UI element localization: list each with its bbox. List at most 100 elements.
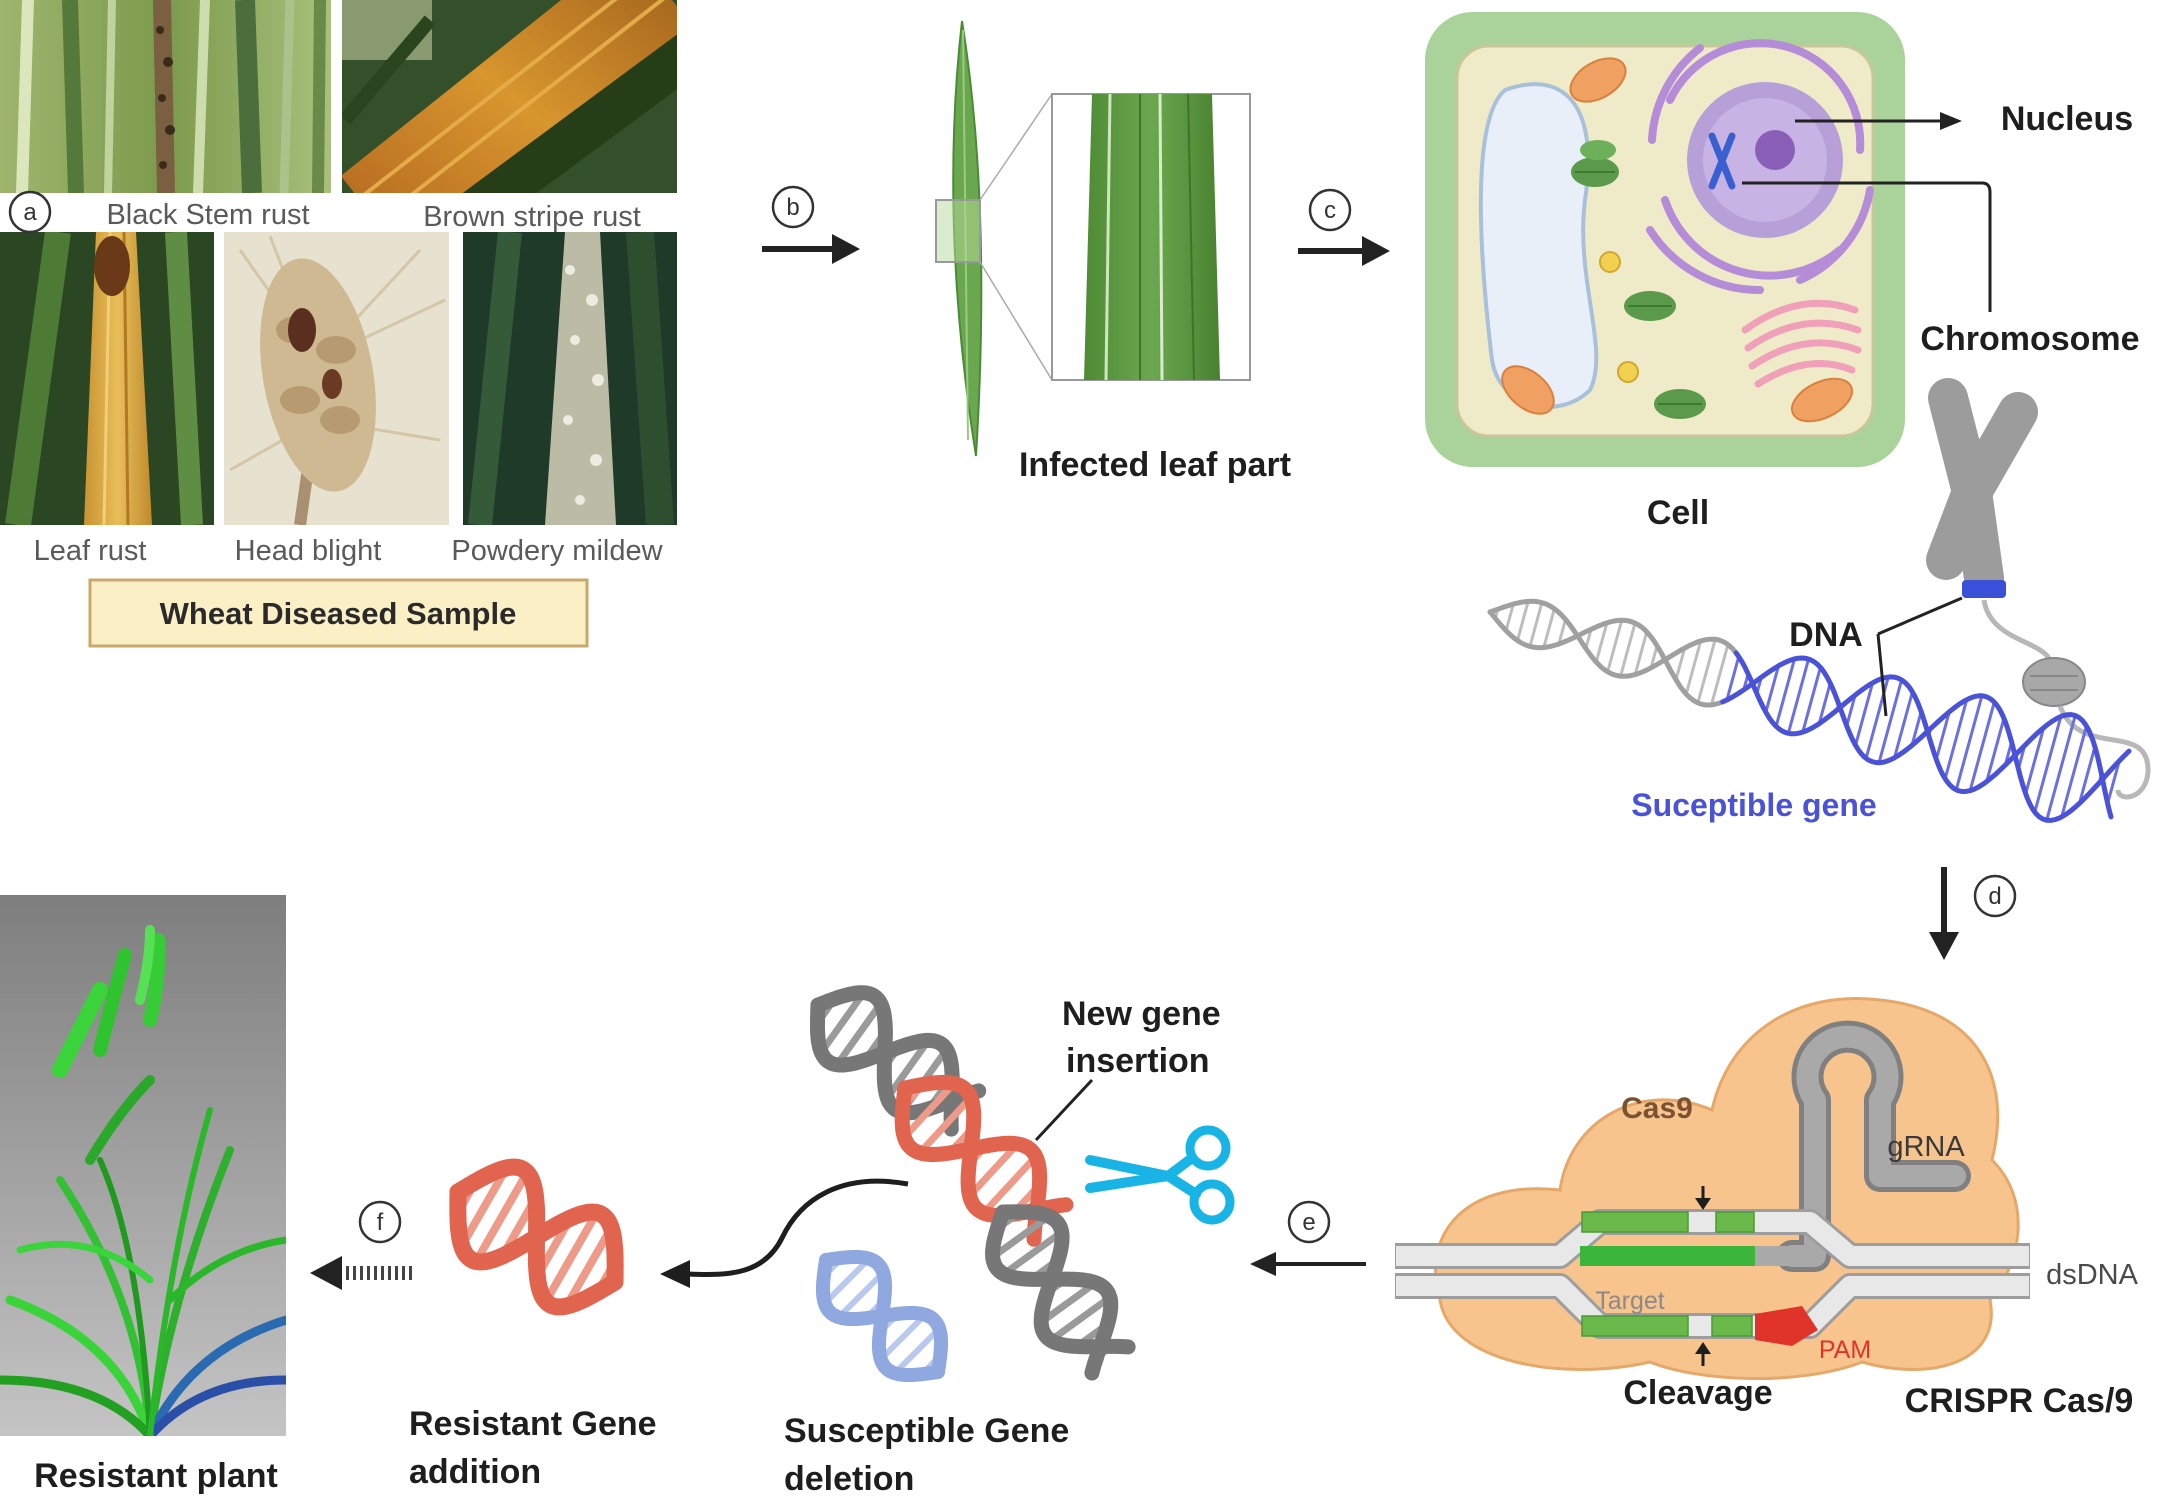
dna-rung	[1696, 637, 1717, 705]
label-susceptible-deletion-line2: deletion	[784, 1460, 914, 1498]
dna-rung	[541, 1208, 601, 1306]
label-nucleus: Nucleus	[2001, 100, 2133, 138]
ds-dna-strands	[1395, 1209, 2030, 1339]
photo-leaf-rust	[0, 232, 214, 525]
arrow-e: e	[1250, 1200, 1366, 1276]
dna-rung	[1934, 710, 1951, 761]
dna-rung	[1877, 678, 1904, 765]
dna-rung	[1954, 694, 1984, 792]
label-resistant-addition-line1: Resistant Gene	[409, 1405, 657, 1443]
golgi-apparatus	[1741, 299, 1862, 388]
dna-rung	[1649, 644, 1659, 670]
dna-rung	[472, 1168, 532, 1266]
dna-strand	[995, 1204, 1136, 1355]
photo-powdery-mildew	[463, 232, 677, 525]
dna-rung	[1943, 698, 1969, 781]
dna-rung	[2024, 726, 2046, 796]
label-resistant-plant: Resistant plant	[34, 1457, 278, 1495]
dna-strand	[1733, 650, 2114, 820]
label-target: Target	[1595, 1287, 1665, 1315]
dna-rung	[1968, 700, 1996, 793]
dna-rung	[980, 1153, 1040, 1217]
label-infected-leaf-part: Infected leaf part	[1019, 446, 1291, 484]
dna-rung	[457, 1163, 511, 1251]
dna-rung	[1985, 716, 2006, 784]
nucleolus	[1755, 130, 1795, 170]
label-dsdna: dsDNA	[2046, 1259, 2139, 1291]
dna-strand	[819, 1250, 945, 1382]
dna-rung	[1037, 1279, 1100, 1326]
photo-label-black-stem-rust: Black Stem rust	[106, 199, 309, 231]
svg-text:d: d	[1988, 883, 2001, 910]
label-cas9: Cas9	[1621, 1092, 1693, 1125]
svg-text:e: e	[1302, 1209, 1315, 1236]
dna-strand	[1720, 655, 2132, 823]
dna-fragment-susceptible-deleted	[816, 1250, 948, 1382]
label-dna: DNA	[1789, 616, 1863, 654]
dna-rung	[1619, 621, 1637, 678]
curved-arrow	[660, 1178, 909, 1288]
label-susceptible-gene: Suceptible gene	[1631, 787, 1876, 823]
dna-rung	[1515, 599, 1530, 643]
label-cell: Cell	[1647, 494, 1709, 532]
photo-label-leaf-rust: Leaf rust	[34, 535, 147, 567]
photo-label-brown-stripe-rust: Brown stripe rust	[423, 201, 641, 233]
arrow-f: f	[310, 1200, 412, 1290]
dna-double-helix	[1487, 598, 2132, 823]
dna-rung	[2106, 759, 2121, 805]
photo-head-blight	[224, 232, 449, 525]
photo-label-head-blight: Head blight	[235, 535, 382, 567]
dna-rung	[817, 989, 868, 1056]
caption-wheat-diseased-sample: Wheat Diseased Sample	[160, 596, 517, 631]
dna-rung	[2077, 745, 2097, 805]
dna-rung	[1709, 643, 1730, 707]
dna-rung	[966, 1140, 1022, 1200]
dna-rung	[1684, 639, 1703, 696]
dna-rung	[1633, 630, 1649, 677]
dna-rung	[562, 1223, 616, 1311]
label-new-gene-line1: New gene	[1062, 995, 1221, 1033]
chromosome-x	[1926, 378, 2038, 598]
label-cleavage: Cleavage	[1623, 1374, 1772, 1412]
label-chromosome: Chromosome	[1920, 320, 2139, 358]
arrow-c: c	[1298, 188, 1390, 266]
dna-rung	[2045, 714, 2077, 822]
dna-rung	[989, 1212, 1053, 1261]
photo-brown-stripe-rust	[342, 0, 677, 193]
cleavage-arrows	[1695, 1186, 1711, 1366]
caption-box: Wheat Diseased Sample	[88, 578, 589, 648]
dna-strand	[1487, 609, 1726, 708]
guide-rna	[1776, 1020, 1971, 1272]
mitochondria	[1501, 57, 1853, 423]
label-new-gene-line2: insertion	[1066, 1042, 1210, 1080]
svg-text:a: a	[23, 199, 37, 226]
dna-rung	[1801, 665, 1822, 734]
dna-rung	[821, 1255, 873, 1307]
dna-rung	[1725, 655, 1741, 702]
scissors-icon	[1085, 1125, 1235, 1225]
leaf-zoom-region	[935, 199, 981, 263]
dna-rung	[1774, 657, 1797, 728]
svg-text:f: f	[377, 1209, 384, 1236]
target-sequence	[1581, 1211, 1755, 1337]
dna-fragment-grey-right	[985, 1204, 1136, 1381]
dna-rung	[1786, 657, 1811, 735]
chromosome-in-nucleus	[1708, 132, 1736, 190]
label-grna: gRNA	[1887, 1131, 1965, 1163]
dna-rung	[1674, 646, 1687, 682]
photo-label-powdery-mildew: Powdery mildew	[451, 535, 663, 567]
dna-rung	[2033, 714, 2063, 814]
guide-target-pairing	[1580, 1246, 1755, 1266]
dna-rung	[2060, 724, 2088, 819]
panel-e-gene-editing: New gene insertion Susceptible Gene dele…	[409, 985, 1235, 1498]
dna-rung	[900, 1079, 958, 1141]
arrow-d: d	[1929, 867, 2017, 960]
dna-rung	[1528, 601, 1544, 648]
label-resistant-addition-line2: addition	[409, 1453, 541, 1491]
vacuole	[1478, 82, 1599, 409]
chromosome-pointer	[1742, 181, 1992, 312]
chromosome-gene-band	[1962, 580, 2006, 598]
panel-b-infected-leaf: Infected leaf part	[935, 20, 1291, 484]
dna-rung	[891, 1325, 943, 1377]
